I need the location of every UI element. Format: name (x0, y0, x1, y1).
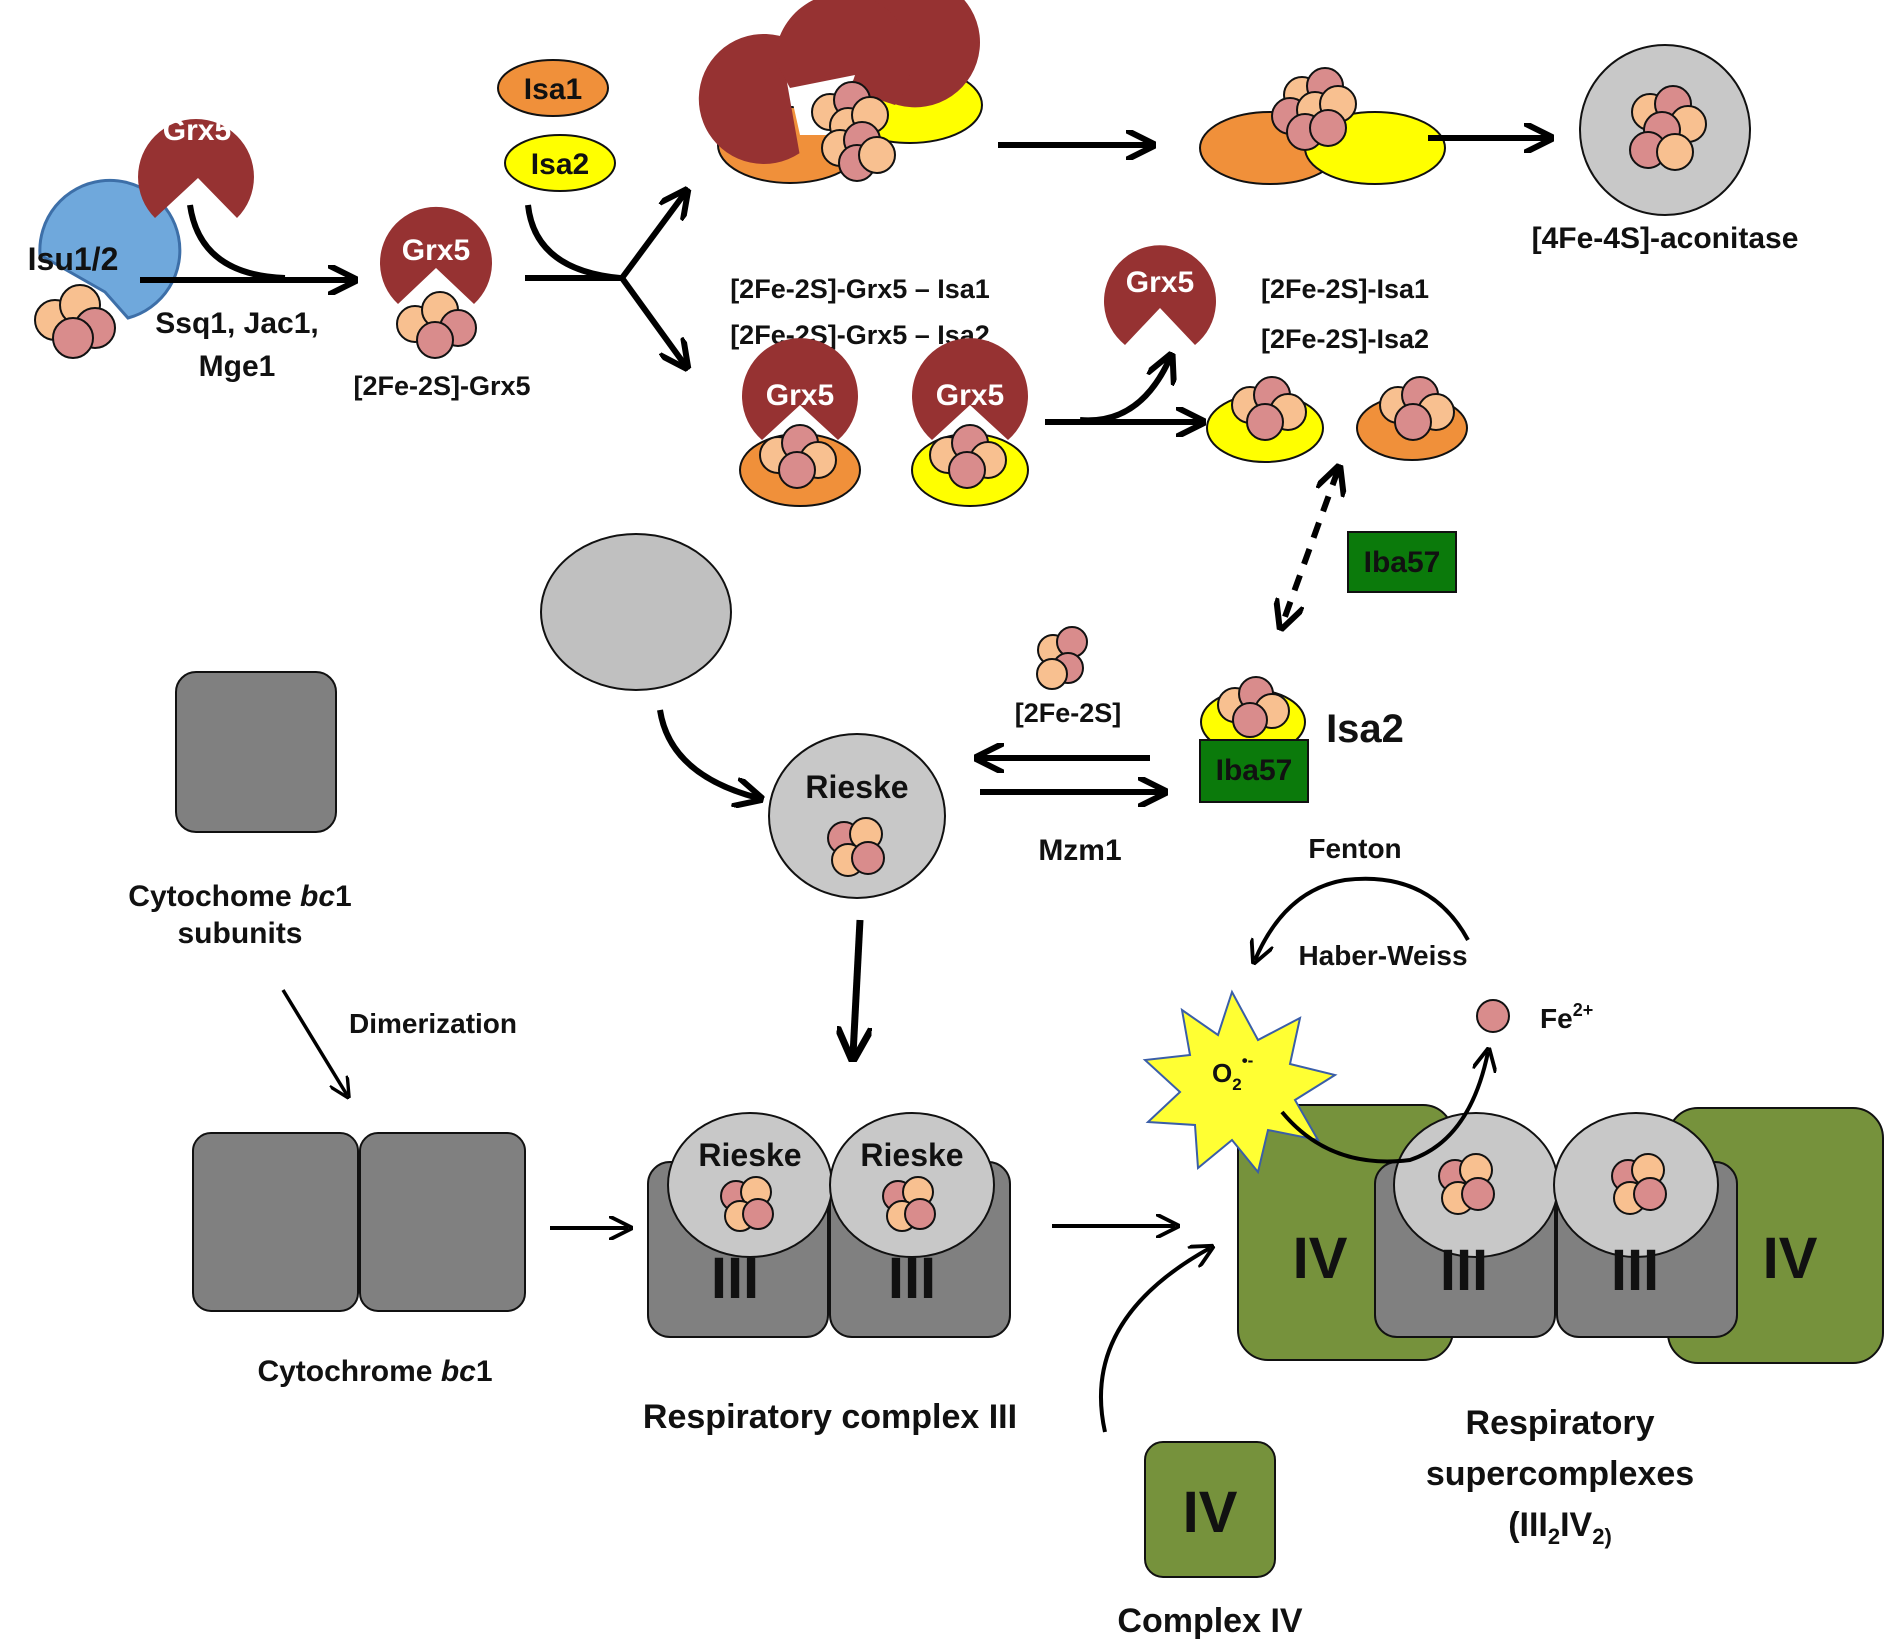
fe2-label-sup: 2+ (1573, 1000, 1594, 1020)
bc1-subunits-label-a: Cytochome (128, 880, 300, 913)
complex4-numeral: IV (1183, 1480, 1238, 1545)
supercomplex-iii-numeral-2: III (1611, 1238, 1659, 1303)
bc1-dimer-label-b: bc (441, 1355, 476, 1388)
isa1-isa2-4fe-complex (1199, 67, 1446, 185)
isa1-cluster-label: [2Fe-2S]-Isa1 (1261, 274, 1429, 304)
aconitase-protein (1579, 44, 1751, 216)
free-cluster-label: [2Fe-2S] (1015, 698, 1122, 728)
bc1-subunit-block (175, 671, 337, 833)
complex4-label: Complex IV (1117, 1602, 1302, 1640)
supercomplex-formula-4: 2) (1592, 1524, 1612, 1549)
isa1-label: Isa1 (524, 73, 582, 106)
iba57-label-1: Iba57 (1364, 546, 1441, 579)
isa2-iba57-complex: Iba57 (1199, 676, 1309, 803)
mzm1-label: Mzm1 (1038, 834, 1121, 867)
respiratory-complex-iii: Rieske Rieske III III (647, 1112, 1011, 1338)
isa2-large-label: Isa2 (1326, 707, 1404, 751)
isa2-protein: Isa2 (504, 134, 616, 192)
isa-joining-curve (525, 204, 621, 281)
fe2-ion (1476, 999, 1510, 1033)
grx5-cluster-complex: Grx5 (380, 206, 492, 359)
grx5-released-protein: Grx5 (1104, 245, 1216, 345)
fe2-label-base: Fe (1540, 1003, 1573, 1034)
rieske-label-2: Rieske (698, 1137, 801, 1173)
haber-weiss-curve (1255, 876, 1470, 960)
grx5-joining-curve (187, 204, 286, 281)
superoxide-base: O (1212, 1058, 1232, 1088)
grx5-cluster-label: [2Fe-2S]-Grx5 (353, 371, 530, 401)
grx5-release-curve (1079, 358, 1170, 424)
chaperones-label-line1: Ssq1, Jac1, (155, 307, 318, 340)
isa2-label: Isa2 (531, 148, 589, 181)
iba57-label-2: Iba57 (1216, 754, 1293, 787)
superoxide-sup: •- (1242, 1051, 1254, 1070)
haber-weiss-label: Haber-Weiss (1298, 940, 1467, 971)
fenton-label: Fenton (1308, 833, 1401, 864)
bc1-dimer-label: Cytochrome bc1 (257, 1355, 492, 1388)
isa2-cluster-label: [2Fe-2S]-Isa2 (1261, 324, 1429, 354)
grx5-isa-heterocomplex (698, 0, 983, 184)
grx5-label-4: Grx5 (936, 379, 1004, 412)
isu-protein: Isu1/2 (28, 178, 182, 359)
chaperones-label-line2: Mge1 (199, 350, 276, 383)
complex3-numeral-1: III (711, 1246, 759, 1311)
grx5-label-3: Grx5 (766, 379, 834, 412)
split-down-arrow (619, 276, 685, 365)
rieske-label-3: Rieske (860, 1137, 963, 1173)
apo-rieske-precursor (540, 533, 732, 691)
grx5-free-protein: Grx5 (138, 114, 254, 218)
dimerization-arrow (281, 989, 347, 1095)
bc1-dimer-label-c: 1 (476, 1355, 493, 1388)
supercomplex-iv-numeral-2: IV (1763, 1226, 1818, 1291)
supercomplex-label-line1: Respiratory (1466, 1404, 1655, 1442)
supercomplex-formula-3: IV (1560, 1506, 1592, 1544)
aconitase-label: [4Fe-4S]-aconitase (1532, 222, 1799, 255)
supercomplex-formula-1: (III (1508, 1506, 1548, 1544)
complex4-to-supercomplex-arrow (1099, 1248, 1210, 1433)
grx5-label-5: Grx5 (1126, 266, 1194, 299)
supercomplex-iv-numeral-1: IV (1293, 1226, 1348, 1291)
grx5-isa2-heterodimer: Grx5 (911, 338, 1029, 507)
bc1-subunits-label-b: bc (300, 880, 335, 913)
superoxide-sub: 2 (1232, 1075, 1241, 1094)
superoxide-label: O2•- (1212, 1051, 1253, 1094)
bc1-dimer (192, 1132, 526, 1312)
rieske-holo-protein: Rieske (768, 733, 946, 899)
isa2-cluster-protein (1206, 376, 1324, 463)
bc1-subunits-label-line1: Cytochome bc1 (128, 880, 351, 913)
respiratory-complex3-label: Respiratory complex III (643, 1398, 1017, 1436)
respiratory-supercomplex: IV III III IV (1237, 1104, 1884, 1364)
grx5-label-1: Grx5 (163, 114, 231, 147)
bc1-subunits-label-line2: subunits (178, 917, 303, 950)
grx5-label-2: Grx5 (402, 234, 470, 267)
iba57-protein: Iba57 (1347, 531, 1457, 593)
isa1-protein: Isa1 (497, 59, 609, 117)
isa1-cluster-protein (1356, 376, 1468, 461)
free-2fe2s-cluster (1036, 626, 1088, 690)
rieske-to-complex3-arrow (853, 919, 860, 1055)
grx5-isa1-heterodimer: Grx5 (739, 338, 861, 507)
rieske-label-1: Rieske (805, 769, 908, 805)
supercomplex-formula-2: 2 (1548, 1524, 1560, 1549)
bc1-subunits-label-c: 1 (335, 880, 352, 913)
complex-iv-block: IV (1144, 1441, 1276, 1578)
fe2-release-curve (1280, 1052, 1488, 1164)
complex3-numeral-2: III (888, 1246, 936, 1311)
isu-fe-s-cluster (34, 284, 116, 359)
dimerization-label: Dimerization (349, 1008, 517, 1039)
precursor-to-rieske-arrow (657, 709, 758, 798)
isa-iba57-dashed-arrow (1282, 470, 1338, 625)
superoxide-star: O2•- (1142, 989, 1338, 1175)
split-up-arrow (619, 193, 685, 280)
supercomplex-formula: (III2IV2) (1508, 1506, 1612, 1549)
supercomplex-iii-numeral-1: III (1440, 1238, 1488, 1303)
bc1-dimer-label-a: Cytochrome (257, 1355, 440, 1388)
isu-label: Isu1/2 (28, 241, 119, 277)
supercomplex-label-line2: supercomplexes (1426, 1455, 1694, 1493)
fe2-label: Fe2+ (1540, 1000, 1593, 1034)
grx5-isa1-label: [2Fe-2S]-Grx5 – Isa1 (730, 274, 990, 304)
